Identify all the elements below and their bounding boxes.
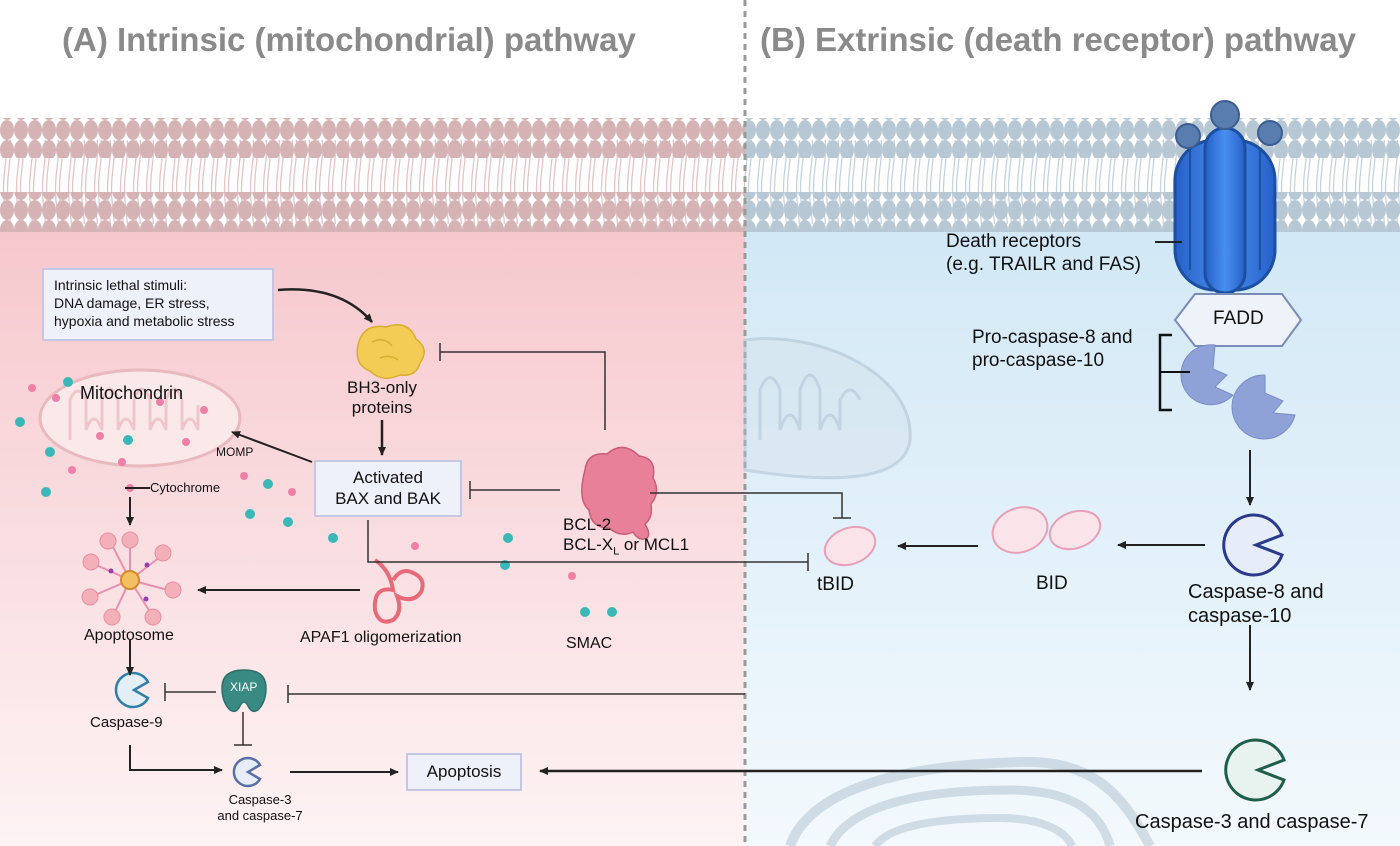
mitochondrion-label: Mitochondrin: [80, 383, 184, 403]
cytochrome-dots: [28, 384, 576, 580]
caspase9-icon: [114, 671, 150, 709]
caspase9-label: Caspase-9: [90, 714, 163, 731]
procaspase-line-1: Pro-caspase-8 and: [972, 327, 1133, 348]
bcl2-label-line-2: BCL-XL or MCL1: [563, 535, 689, 559]
death-receptors-label: Death receptors (e.g. TRAILR and FAS): [946, 231, 1141, 277]
death-receptor: [1173, 100, 1283, 295]
caspase37-left-label: Caspase-3 and caspase-7: [205, 792, 315, 823]
death-receptors-line-2: (e.g. TRAILR and FAS): [946, 253, 1142, 275]
or-mcl1-text: or MCL1: [619, 535, 690, 555]
cytochrome-label: Cytochrome: [150, 480, 221, 495]
apoptosis-box: Apoptosis: [406, 753, 522, 791]
xiap-label: XIAP: [230, 680, 258, 694]
bid-protein: [991, 506, 1102, 554]
bcl2-protein: [581, 446, 658, 540]
stimuli-line-2: DNA damage, ER stress,: [54, 295, 210, 312]
pathway-arrows: [125, 241, 1254, 776]
bh3-label-line-2: proteins: [351, 398, 413, 418]
apoptosome: [81, 531, 182, 626]
fadd-label: FADD: [1213, 308, 1264, 329]
stimuli-line-1: Intrinsic lethal stimuli:: [54, 277, 188, 293]
caspase37-left-line-2: and caspase-7: [217, 807, 303, 823]
bh3-protein: [356, 324, 425, 379]
procaspase-shapes: [1180, 344, 1296, 440]
panel-b-title: (B) Extrinsic (death receptor) pathway: [760, 21, 1356, 58]
caspase810-line-1: Caspase-8 and: [1188, 581, 1324, 603]
smac-label: SMAC: [566, 635, 613, 652]
bh3-label: BH3-only proteins: [340, 378, 424, 419]
caspase810-line-2: caspase-10: [1188, 605, 1292, 627]
caspase810-label: Caspase-8 and caspase-10: [1188, 580, 1324, 628]
fadd-hexagon: [1173, 293, 1303, 347]
momp-label: MOMP: [216, 445, 254, 459]
inhibition-lines: [164, 333, 1190, 746]
xiap-protein: [221, 669, 267, 713]
caspase37-right-icon: [1224, 738, 1286, 802]
procaspase-label: Pro-caspase-8 and pro-caspase-10: [972, 327, 1133, 373]
apaf1-label: APAF1 oligomerization: [300, 629, 462, 646]
death-receptors-line-1: Death receptors: [946, 231, 1082, 252]
bax-box-line-2: BAX and BAK: [335, 489, 441, 509]
stimuli-line-3: hypoxia and metabolic stress: [54, 313, 235, 330]
bh3-label-line-1: BH3-only: [347, 378, 417, 397]
bcl-xl-text: BCL-X: [563, 535, 614, 555]
intrinsic-stimuli-box: Intrinsic lethal stimuli: DNA damage, ER…: [42, 268, 274, 341]
faded-mitochondrion: [743, 337, 912, 480]
bcl2-label-line-1: BCL-2: [563, 515, 612, 534]
cell-membrane-left: [0, 118, 745, 232]
faded-er: [785, 756, 1155, 846]
bax-bak-box: Activated BAX and BAK: [314, 460, 462, 517]
caspase37-right-label: Caspase-3 and caspase-7: [1135, 811, 1369, 833]
bcl2-label: BCL-2 BCL-XL or MCL1: [563, 515, 689, 559]
bid-label: BID: [1036, 573, 1068, 594]
tbid-label: tBID: [817, 574, 854, 595]
apoptosome-label: Apoptosome: [84, 627, 174, 644]
cell-membrane-right: [745, 118, 1400, 232]
panel-a-title: (A) Intrinsic (mitochondrial) pathway: [62, 21, 636, 58]
apaf1-protein: [372, 558, 425, 624]
procaspase-line-2: pro-caspase-10: [972, 349, 1105, 371]
bcl-xl-subscript: L: [613, 545, 620, 558]
bax-box-line-1: Activated: [353, 468, 423, 487]
caspase37-left-icon: [232, 756, 262, 788]
caspase37-left-line-1: Caspase-3: [228, 792, 292, 807]
caspase810-icon: [1222, 513, 1284, 577]
tbid-protein: [823, 525, 877, 567]
